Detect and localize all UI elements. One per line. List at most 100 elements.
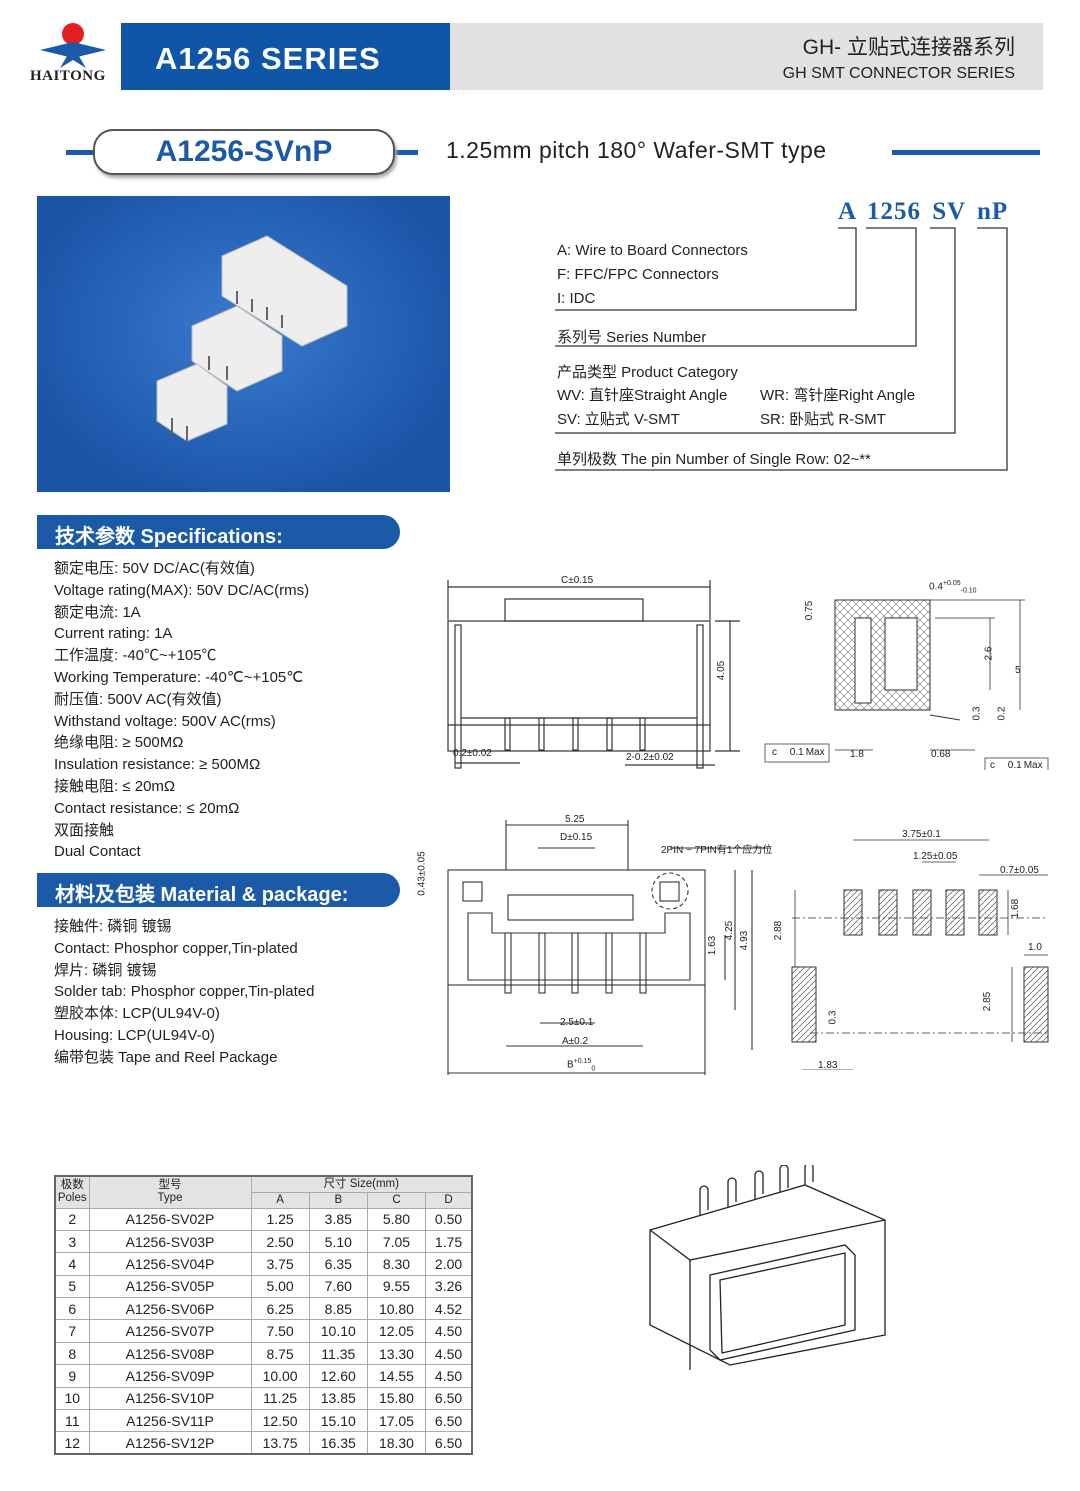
dim-b: B+0.150: [567, 1058, 595, 1072]
table-cell: 13.75: [250, 1431, 310, 1455]
legend-series: 系列号 Series Number: [557, 329, 707, 346]
material-line: 接触件: 磷铜 镀锡: [54, 918, 172, 935]
dim-tab-width: 2-0.2±0.02: [626, 752, 674, 763]
table-cell: 5.00: [250, 1274, 310, 1299]
table-cell: 18.30: [366, 1431, 427, 1455]
dim-375: 3.75±0.1: [902, 829, 941, 840]
table-cell: 10.10: [308, 1319, 368, 1343]
tol-lower: -0.10: [960, 587, 977, 595]
connector-3d-drawing: [649, 1165, 886, 1370]
table-cell: 12.50: [250, 1409, 310, 1433]
table-cell: 3.85: [308, 1207, 368, 1231]
table-cell: 5: [54, 1274, 90, 1299]
model-description: 1.25mm pitch 180° Wafer-SMT type: [446, 137, 827, 163]
divider: [394, 150, 418, 155]
table-cell: 8: [54, 1341, 90, 1366]
legend-sr: SR: 卧贴式 R-SMT: [760, 411, 886, 428]
table-cell: 2: [54, 1207, 90, 1231]
dim-525: 5.25: [565, 814, 585, 825]
table-cell: 11: [54, 1409, 90, 1433]
c-label: c: [990, 760, 995, 771]
col-a: A: [250, 1191, 310, 1209]
dim-pitch-25: 2.5±0.1: [560, 1017, 594, 1028]
header-type-cn: 型号: [158, 1179, 182, 1192]
spec-line: 绝缘电阻: ≥ 500MΩ: [54, 734, 184, 752]
c-max: Max: [805, 747, 825, 758]
legend-type-f: F: FFC/FPC Connectors: [557, 266, 719, 283]
specifications-heading: 技术参数 Specifications:: [37, 515, 400, 549]
material-line: Contact: Phosphor copper,Tin-plated: [54, 939, 298, 957]
dim-425: 4.25: [724, 920, 736, 941]
dim-pin-thickness: 0.4+0.05-0.10: [929, 580, 977, 594]
c-max: Max: [1023, 760, 1043, 771]
table-cell: 4.50: [425, 1319, 473, 1343]
stress-relief-note: 2PIN ~ 7PIN有1个应力位: [661, 845, 773, 856]
table-cell: 9.55: [366, 1274, 427, 1299]
spec-line: Dual Contact: [54, 843, 141, 861]
dim-288: 2.88: [773, 920, 785, 941]
material-line: 编带包装 Tape and Reel Package: [54, 1048, 278, 1066]
dim-163: 1.63: [707, 935, 719, 956]
code-series: 1256: [866, 198, 921, 225]
connector-photo-icon: [156, 235, 348, 442]
legend-sv: SV: 立贴式 V-SMT: [557, 411, 680, 428]
table-cell: 15.80: [366, 1386, 427, 1411]
legend-wr: WR: 弯针座Right Angle: [760, 387, 916, 404]
table-cell: A1256-SV08P: [88, 1341, 252, 1366]
legend-wv: WV: 直针座Straight Angle: [557, 387, 728, 404]
dim-07: 0.7±0.05: [1000, 865, 1039, 876]
dim-b-label: B: [567, 1059, 574, 1071]
dim-26: 2.6: [983, 646, 995, 661]
table-cell: 3.75: [250, 1252, 310, 1276]
tol-upper: +0.15: [573, 1058, 592, 1065]
table-cell: 11.25: [250, 1386, 310, 1411]
front-view-drawing: [447, 580, 740, 769]
dim-pin-width: 0.2±0.02: [453, 748, 492, 759]
spec-line: Current rating: 1A: [54, 625, 173, 643]
brand-name: HAITONG: [30, 68, 106, 84]
table-cell: 3.26: [425, 1274, 473, 1299]
material-line: Housing: LCP(UL94V-0): [54, 1026, 215, 1044]
table-cell: 7.05: [366, 1229, 427, 1254]
spec-line: 接触电阻: ≤ 20mΩ: [54, 777, 176, 795]
dim-043: 0.43±0.05: [416, 851, 428, 896]
material-heading: 材料及包装 Material & package:: [37, 873, 400, 907]
legend-pins: 单列极数 The pin Number of Single Row: 02~**: [557, 451, 871, 468]
table-cell: 6.25: [250, 1297, 310, 1321]
table-cell: 6: [54, 1297, 90, 1321]
table-cell: 2.50: [250, 1229, 310, 1254]
table-cell: A1256-SV09P: [88, 1364, 252, 1388]
table-cell: A1256-SV02P: [88, 1207, 252, 1231]
spec-line: Contact resistance: ≤ 20mΩ: [54, 799, 240, 817]
spec-line: Insulation resistance: ≥ 500MΩ: [54, 756, 261, 774]
table-cell: 6.35: [308, 1252, 368, 1276]
table-cell: 13.30: [366, 1341, 427, 1366]
table-cell: A1256-SV03P: [88, 1229, 252, 1254]
table-cell: 13.85: [308, 1386, 368, 1411]
table-cell: 1.25: [250, 1207, 310, 1231]
table-cell: 10.00: [250, 1364, 310, 1388]
part-code-leader-lines: [555, 227, 1008, 471]
spec-line: 额定电流: 1A: [54, 603, 141, 621]
dim-03: 0.3: [971, 706, 983, 721]
table-cell: 17.05: [366, 1409, 427, 1433]
material-line: Solder tab: Phosphor copper,Tin-plated: [54, 983, 315, 1001]
spec-line: 额定电压: 50V DC/AC(有效值): [54, 560, 255, 577]
material-list: 接触件: 磷铜 镀锡 Contact: Phosphor copper,Tin-…: [54, 916, 314, 1069]
table-cell: 7: [54, 1319, 90, 1343]
c-value: 0.1: [789, 747, 804, 758]
dim-125: 1.25±0.05: [913, 851, 958, 862]
haitong-logo: HAITONG: [30, 20, 116, 90]
header-type: Type: [157, 1192, 183, 1205]
code-pins: nP: [976, 198, 1009, 225]
top-view-drawing: [447, 820, 770, 1075]
